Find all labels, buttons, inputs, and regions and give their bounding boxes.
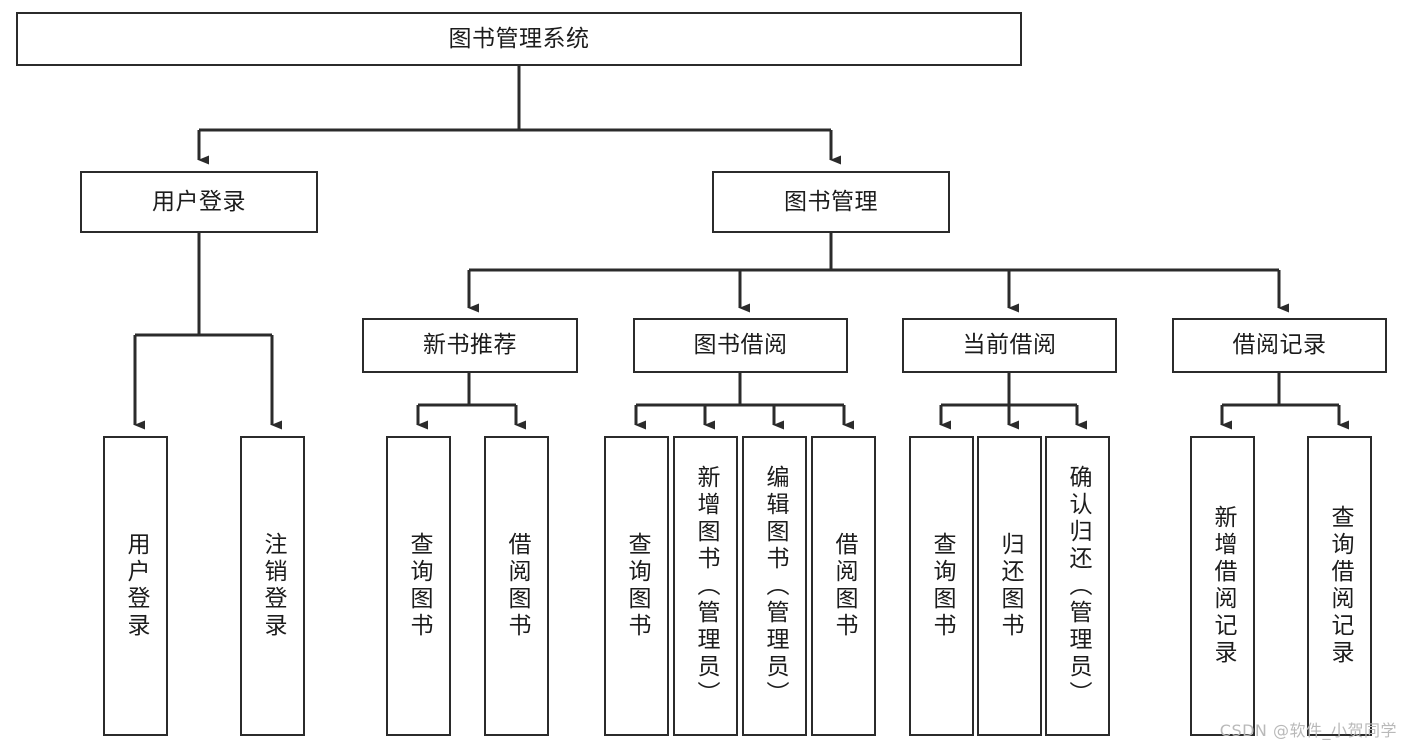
leaf-book-borrow-1-label: 查询图书 xyxy=(624,532,650,640)
leaf-borrow-record-1-label: 新增借阅记录 xyxy=(1210,505,1236,667)
node-current-borrow-label: 当前借阅 xyxy=(962,332,1057,359)
leaf-book-borrow-4-label: 借阅图书 xyxy=(831,532,857,640)
leaf-user-login-2[interactable]: 注销登录 xyxy=(240,436,305,736)
leaf-book-borrow-2-label: 新增图书（管理员） xyxy=(693,464,719,708)
leaf-borrow-record-2[interactable]: 查询借阅记录 xyxy=(1307,436,1372,736)
node-book-borrow-label: 图书借阅 xyxy=(693,332,788,359)
node-user-login-label: 用户登录 xyxy=(152,188,246,215)
node-borrow-record-label: 借阅记录 xyxy=(1232,332,1327,359)
node-book-borrow[interactable]: 图书借阅 xyxy=(633,318,848,373)
leaf-current-borrow-3-label: 确认归还（管理员） xyxy=(1065,464,1091,708)
leaf-book-borrow-1[interactable]: 查询图书 xyxy=(604,436,669,736)
leaf-borrow-record-1[interactable]: 新增借阅记录 xyxy=(1190,436,1255,736)
leaf-new-book-recommend-2[interactable]: 借阅图书 xyxy=(484,436,549,736)
leaf-book-borrow-4[interactable]: 借阅图书 xyxy=(811,436,876,736)
csdn-watermark: CSDN @软件_小贺同学 xyxy=(1219,721,1397,740)
leaf-book-borrow-3[interactable]: 编辑图书（管理员） xyxy=(742,436,807,736)
node-new-book-recommend-label: 新书推荐 xyxy=(423,332,517,359)
leaf-current-borrow-2-label: 归还图书 xyxy=(997,532,1023,640)
node-borrow-record[interactable]: 借阅记录 xyxy=(1172,318,1387,373)
leaf-user-login-1[interactable]: 用户登录 xyxy=(103,436,168,736)
leaf-current-borrow-1[interactable]: 查询图书 xyxy=(909,436,974,736)
leaf-new-book-recommend-2-label: 借阅图书 xyxy=(504,532,530,640)
node-book-management[interactable]: 图书管理 xyxy=(712,171,950,233)
leaf-user-login-1-label: 用户登录 xyxy=(123,532,149,640)
leaf-current-borrow-3[interactable]: 确认归还（管理员） xyxy=(1045,436,1110,736)
node-book-management-label: 图书管理 xyxy=(784,188,878,215)
node-root-book-management-system[interactable]: 图书管理系统 xyxy=(16,12,1022,66)
node-user-login[interactable]: 用户登录 xyxy=(80,171,318,233)
leaf-new-book-recommend-1-label: 查询图书 xyxy=(406,532,432,640)
node-new-book-recommend[interactable]: 新书推荐 xyxy=(362,318,578,373)
leaf-borrow-record-2-label: 查询借阅记录 xyxy=(1327,505,1353,667)
leaf-current-borrow-2[interactable]: 归还图书 xyxy=(977,436,1042,736)
leaf-book-borrow-2[interactable]: 新增图书（管理员） xyxy=(673,436,738,736)
node-current-borrow[interactable]: 当前借阅 xyxy=(902,318,1117,373)
leaf-new-book-recommend-1[interactable]: 查询图书 xyxy=(386,436,451,736)
node-root-label: 图书管理系统 xyxy=(448,25,590,52)
leaf-user-login-2-label: 注销登录 xyxy=(260,532,286,640)
leaf-book-borrow-3-label: 编辑图书（管理员） xyxy=(762,464,788,708)
leaf-current-borrow-1-label: 查询图书 xyxy=(929,532,955,640)
